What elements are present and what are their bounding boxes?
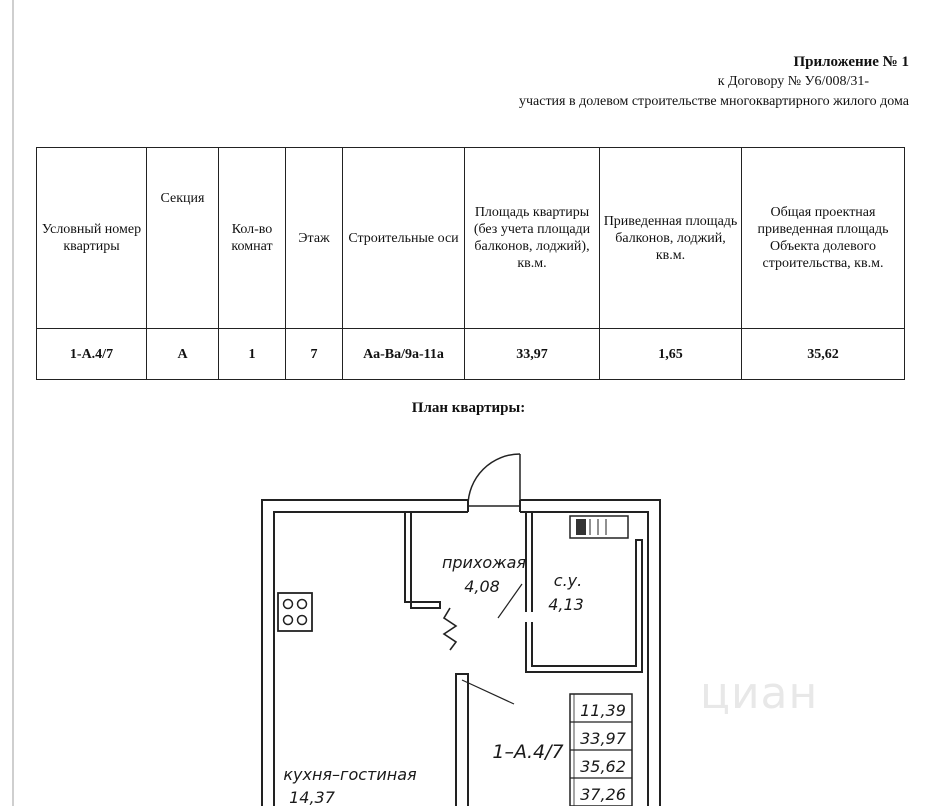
outer-wall-outer [261,499,661,806]
col-header-floor: Этаж [285,147,343,329]
col-header-section: Секция [146,147,219,329]
document-header: Приложение № 1 к Договору № У6/008/31- у… [519,52,909,112]
bath-name-label: с.у. [554,571,582,590]
page-edge-line [12,0,14,806]
cell-total-area: 35,62 [741,328,905,380]
appendix-title: Приложение № 1 [793,54,909,70]
plan-title: План квартиры: [411,400,526,416]
table-header-row: Условный номер квартиры Секция Кол-во ко… [36,147,905,329]
room-wall-lower [455,673,469,806]
stove-icon [277,592,313,632]
summary-area-1: 11,39 [580,701,626,720]
col-header-axes: Строительные оси [342,147,465,329]
entrance-door-swing [467,453,521,507]
apartment-table: Условный номер квартиры Секция Кол-во ко… [36,147,905,380]
col-header-number: Условный номер квартиры [36,147,147,329]
summary-area-2: 33,97 [580,729,627,748]
bathroom-wall [525,539,643,673]
hall-name-label: прихожая [442,553,526,572]
cell-balcony-area: 1,65 [599,328,742,380]
table-row: 1-А.4/7 А 1 7 Аа-Ва/9а-11а 33,97 1,65 35… [36,328,905,380]
cell-axes: Аа-Ва/9а-11а [342,328,465,380]
contract-subject: участия в долевом строительстве многоква… [518,94,909,109]
summary-area-4: 37,26 [580,785,626,804]
bathroom-wall-left [525,512,533,612]
cell-rooms: 1 [218,328,286,380]
apartment-code-label: 1–А.4/7 [492,741,563,763]
col-header-area: Площадь квартиры (без учета площади балк… [464,147,600,329]
hall-partition [404,512,441,609]
outer-wall-inner [273,511,649,806]
cell-floor: 7 [285,328,343,380]
kitchen-door-zigzag [442,607,458,651]
col-header-total-area: Общая проектная приведенная площадь Объе… [741,147,905,329]
cell-section: А [146,328,219,380]
summary-area-3: 35,62 [580,757,626,776]
watermark-logo: циан [700,668,819,719]
hall-area-label: 4,08 [464,577,500,596]
bathtub-fixture [569,515,629,539]
col-header-rooms: Кол-во комнат [218,147,286,329]
floor-plan: прихожая 4,08 с.у. 4,13 кухня–гостиная 1… [261,453,661,806]
col-header-balcony-area: Приведенная площадь балконов, лоджий, кв… [599,147,742,329]
contract-reference: к Договору № У6/008/31- [717,74,869,89]
bath-door-line [497,583,523,619]
cell-area: 33,97 [464,328,600,380]
room-door-line [461,679,515,705]
kitchen-area-label: 14,37 [289,788,336,806]
cell-number: 1-А.4/7 [36,328,147,380]
bath-area-label: 4,13 [548,595,584,614]
kitchen-name-label: кухня–гостиная [283,765,417,784]
